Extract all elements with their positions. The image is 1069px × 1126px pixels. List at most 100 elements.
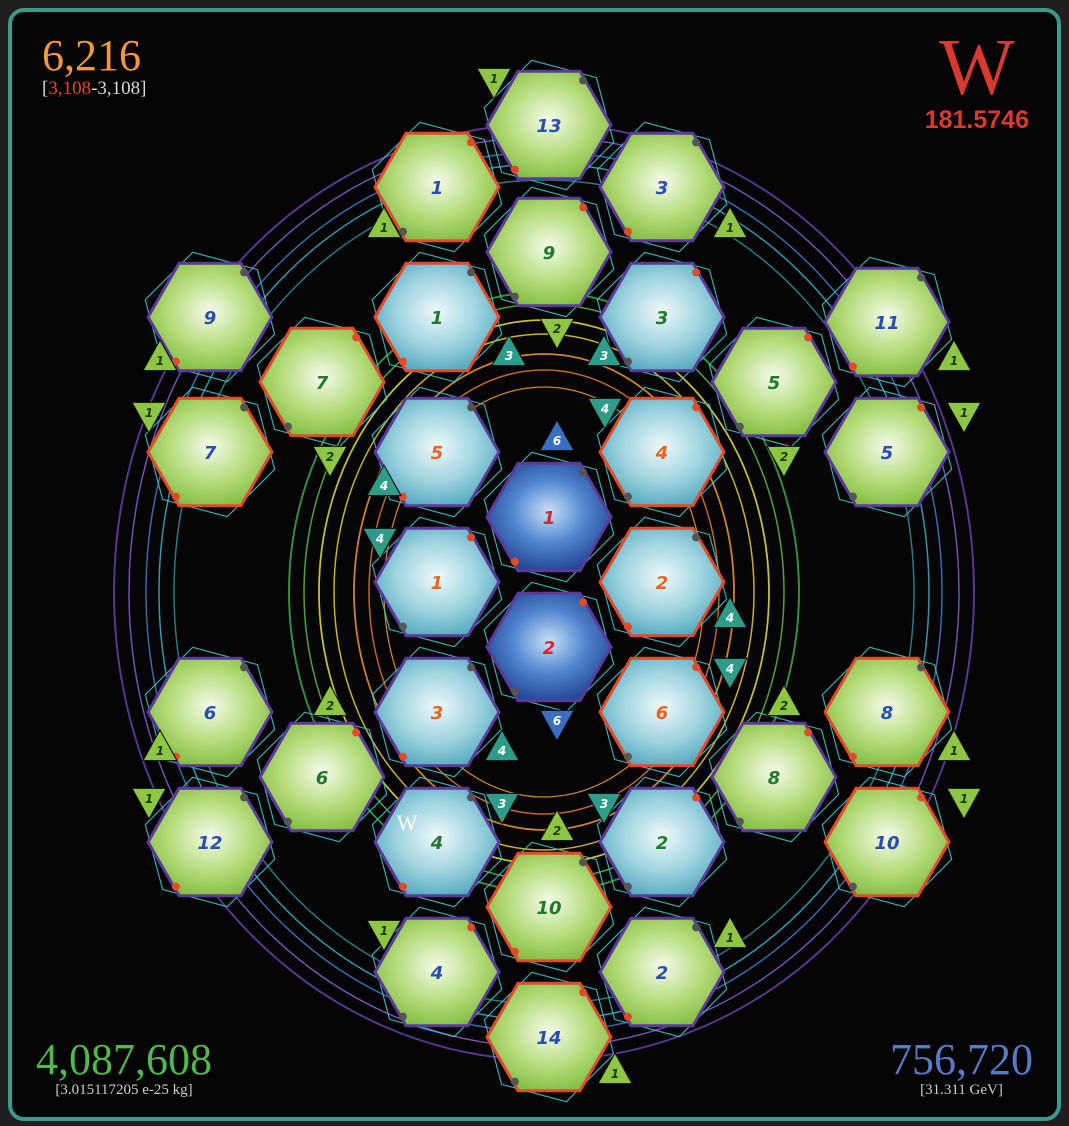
hexagon-label: 13 — [536, 116, 561, 137]
vertex-dot — [692, 268, 701, 277]
vertex-dot — [240, 268, 249, 277]
triangle-shape — [366, 463, 402, 497]
hexagon-halo — [596, 386, 728, 518]
triangle-marker: 1 — [597, 1051, 633, 1085]
hexagon-halo — [144, 251, 276, 383]
hexagon-shape — [823, 396, 951, 508]
vertex-dot — [510, 1077, 519, 1086]
top-left-rest: -3,108] — [91, 78, 147, 99]
hexagon-halo — [371, 121, 503, 253]
hexagon-halo — [371, 906, 503, 1038]
hexagon-shape — [146, 656, 274, 768]
triangle-label: 1 — [611, 1067, 619, 1081]
triangle-marker: 1 — [936, 338, 972, 372]
bracket-open: [ — [42, 78, 49, 99]
triangle-shape — [131, 401, 167, 435]
hexagon-cell: 6 — [596, 646, 728, 778]
hexagon-halo — [821, 256, 953, 388]
triangle-label: 2 — [326, 450, 334, 464]
top-left-detail: [3,108-3,108] — [42, 78, 146, 100]
triangle-shape — [586, 333, 622, 367]
triangle-shape — [142, 728, 178, 762]
vertex-dot — [171, 357, 180, 366]
hexagon-label: 6 — [316, 768, 329, 789]
hexagon-label: 11 — [874, 313, 899, 334]
w-letter: W — [939, 24, 1015, 112]
vertex-dot — [623, 357, 632, 366]
triangle-marker: 4 — [484, 728, 520, 762]
vertex-dot — [510, 292, 519, 301]
hexagon-cell: 6 — [144, 646, 276, 778]
triangle-shape — [936, 728, 972, 762]
triangle-marker: 1 — [131, 787, 167, 821]
triangle-label: 3 — [600, 349, 608, 363]
triangle-shape — [362, 527, 398, 561]
vertex-dot — [240, 403, 249, 412]
hexagon-shape — [373, 131, 501, 243]
hexagon-cell: 10 — [483, 841, 615, 973]
hexagon-cell: 9 — [483, 186, 615, 318]
triangle-label: 1 — [726, 221, 734, 235]
hexagon-shape — [598, 261, 726, 373]
triangle-shape — [587, 397, 623, 431]
triangle-shape — [597, 1051, 633, 1085]
hexagon-label: 4 — [430, 963, 444, 984]
hexagon-cell: 8 — [708, 711, 840, 843]
hexagon-cell: 14 — [483, 971, 615, 1103]
triangle-label: 1 — [156, 354, 164, 368]
hexagon-cell: 2 — [596, 516, 728, 648]
vertex-dot — [171, 882, 180, 891]
hexagon-label: 5 — [431, 443, 444, 464]
hexagon-shape — [373, 261, 501, 373]
vertex-dot — [735, 817, 744, 826]
triangle-label: 1 — [156, 744, 164, 758]
vertex-dot — [579, 203, 588, 212]
hexagon-cell: 11 — [821, 256, 953, 388]
hexagon-label: 1 — [543, 508, 556, 529]
hexagon-halo — [256, 711, 388, 843]
hexagon-shape — [373, 396, 501, 508]
triangle-label: 1 — [726, 931, 734, 945]
triangle-label: 2 — [326, 699, 334, 713]
vertex-dot — [467, 533, 476, 542]
vertex-dot — [848, 492, 857, 501]
hexagon-cell: 2 — [596, 776, 728, 908]
hexagon-halo — [596, 121, 728, 253]
hexagon-cell: 10 — [821, 776, 953, 908]
triangle-shape — [142, 338, 178, 372]
vertex-dot — [398, 1012, 407, 1021]
top-left-value: 6,216 — [42, 31, 141, 80]
hexagon-cell: 13 — [483, 59, 615, 191]
hexagon-shape — [710, 721, 838, 833]
triangle-marker: 2 — [766, 683, 802, 717]
hexagon-label: 6 — [656, 703, 669, 724]
hexagon-halo — [708, 711, 840, 843]
hexagon-cell: 7 — [144, 386, 276, 518]
vertex-dot — [623, 227, 632, 236]
triangle-marker: 4 — [362, 527, 398, 561]
bottom-left-summary: 4,087,608 [3.015117205 e-25 kg] — [36, 1038, 212, 1099]
vertex-dot — [623, 492, 632, 501]
hexagon-halo — [483, 59, 615, 191]
hexagon-cell: 1 — [371, 251, 503, 383]
triangle-label: 4 — [497, 744, 506, 758]
hexagon-shape — [598, 396, 726, 508]
vertex-dot — [467, 403, 476, 412]
hexagon-label: 4 — [430, 833, 444, 854]
vertex-dot — [804, 333, 813, 342]
vertex-dot — [579, 858, 588, 867]
hexagon-label: 1 — [431, 573, 444, 594]
hexagon-cell: 3 — [596, 121, 728, 253]
hexagon-halo — [371, 516, 503, 648]
hexagon-shape — [373, 526, 501, 638]
triangle-label: 1 — [950, 354, 958, 368]
vertex-dot — [398, 622, 407, 631]
vertex-dot — [398, 752, 407, 761]
hexagon-shape — [485, 851, 613, 963]
vertex-dot — [692, 923, 701, 932]
hexagon-cell: 1 — [371, 121, 503, 253]
hexagon-halo — [144, 646, 276, 778]
hexagon-shape — [373, 916, 501, 1028]
